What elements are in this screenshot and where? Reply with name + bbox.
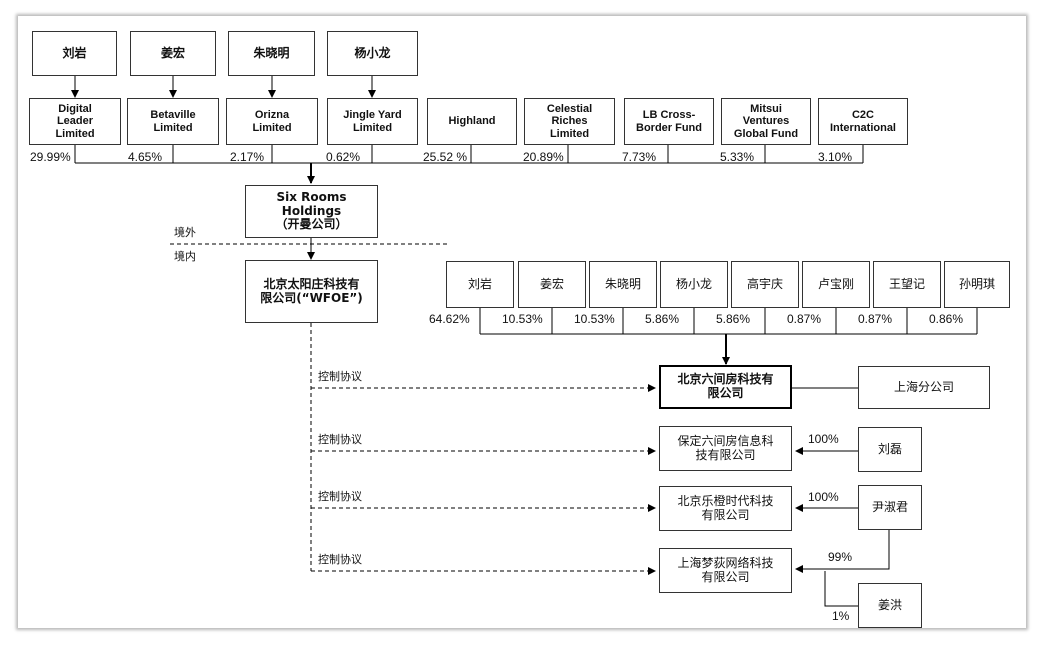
subsidiary-pct: 99% [828, 550, 853, 564]
control-agreement-label: 控制协议 [318, 553, 362, 566]
owner-box-yinshujun: 尹淑君 [858, 485, 922, 530]
holder-pct: 3.10% [818, 150, 853, 164]
holder-box-digital-leader: Digital Leader Limited [29, 98, 121, 145]
vie-box: 北京六间房科技有 限公司 [659, 365, 792, 409]
domestic-holder-box: 王望记 [873, 261, 941, 308]
subsidiary-pct: 100% [808, 432, 839, 446]
control-agreement-label: 控制协议 [318, 433, 362, 446]
holder-box-orizna: Orizna Limited [226, 98, 318, 145]
holder-box-highland: Highland [427, 98, 517, 145]
domestic-holder-box: 卢宝刚 [802, 261, 870, 308]
domestic-holder-box: 杨小龙 [660, 261, 728, 308]
holder-pct: 5.33% [720, 150, 755, 164]
subsidiary-box-mengdi: 上海梦荻网络科技 有限公司 [659, 548, 792, 593]
holder-box-c2c: C2C International [818, 98, 908, 145]
domestic-holder-pct: 10.53% [574, 312, 615, 326]
cayman-holding-box: Six Rooms Holdings （开曼公司） [245, 185, 378, 238]
holder-pct: 25.52 % [423, 150, 468, 164]
owner-box-jianghong: 姜洪 [858, 583, 922, 628]
owner-box-liulei: 刘磊 [858, 427, 922, 472]
holder-box-lb-cross-border: LB Cross- Border Fund [624, 98, 714, 145]
domestic-holder-pct: 64.62% [429, 312, 470, 326]
founder-box-1: 刘岩 [32, 31, 117, 76]
holder-box-celestial-riches: Celestial Riches Limited [524, 98, 615, 145]
founder-box-2: 姜宏 [130, 31, 216, 76]
domestic-holder-pct: 0.87% [787, 312, 822, 326]
domestic-holder-box: 刘岩 [446, 261, 514, 308]
holder-box-betaville: Betaville Limited [127, 98, 219, 145]
subsidiary-pct-minor: 1% [832, 609, 850, 623]
holder-pct: 29.99% [30, 150, 71, 164]
holder-pct: 2.17% [230, 150, 265, 164]
domestic-holder-pct: 0.87% [858, 312, 893, 326]
subsidiary-box-baoding: 保定六间房信息科 技有限公司 [659, 426, 792, 471]
domestic-holder-pct: 0.86% [929, 312, 964, 326]
holder-box-mitsui-ventures: Mitsui Ventures Global Fund [721, 98, 811, 145]
control-agreement-label: 控制协议 [318, 490, 362, 503]
holder-pct: 7.73% [622, 150, 657, 164]
domestic-holder-pct: 5.86% [716, 312, 751, 326]
founder-box-3: 朱晓明 [228, 31, 315, 76]
domestic-holder-pct: 5.86% [645, 312, 680, 326]
domestic-holder-box: 姜宏 [518, 261, 586, 308]
subsidiary-pct: 100% [808, 490, 839, 504]
holder-pct: 4.65% [128, 150, 163, 164]
holder-pct: 0.62% [326, 150, 361, 164]
holder-box-jingle-yard: Jingle Yard Limited [327, 98, 418, 145]
subsidiary-box-lecheng: 北京乐橙时代科技 有限公司 [659, 486, 792, 531]
shanghai-branch-box: 上海分公司 [858, 366, 990, 409]
holder-pct: 20.89% [523, 150, 564, 164]
domestic-holder-box: 高宇庆 [731, 261, 799, 308]
domestic-holder-box: 孙明琪 [944, 261, 1010, 308]
offshore-label: 境外 [174, 226, 196, 239]
wfoe-box: 北京太阳庄科技有 限公司(“WFOE”) [245, 260, 378, 323]
control-agreement-label: 控制协议 [318, 370, 362, 383]
domestic-holder-pct: 10.53% [502, 312, 543, 326]
founder-box-4: 杨小龙 [327, 31, 418, 76]
onshore-label: 境内 [174, 250, 196, 263]
domestic-holder-box: 朱晓明 [589, 261, 657, 308]
